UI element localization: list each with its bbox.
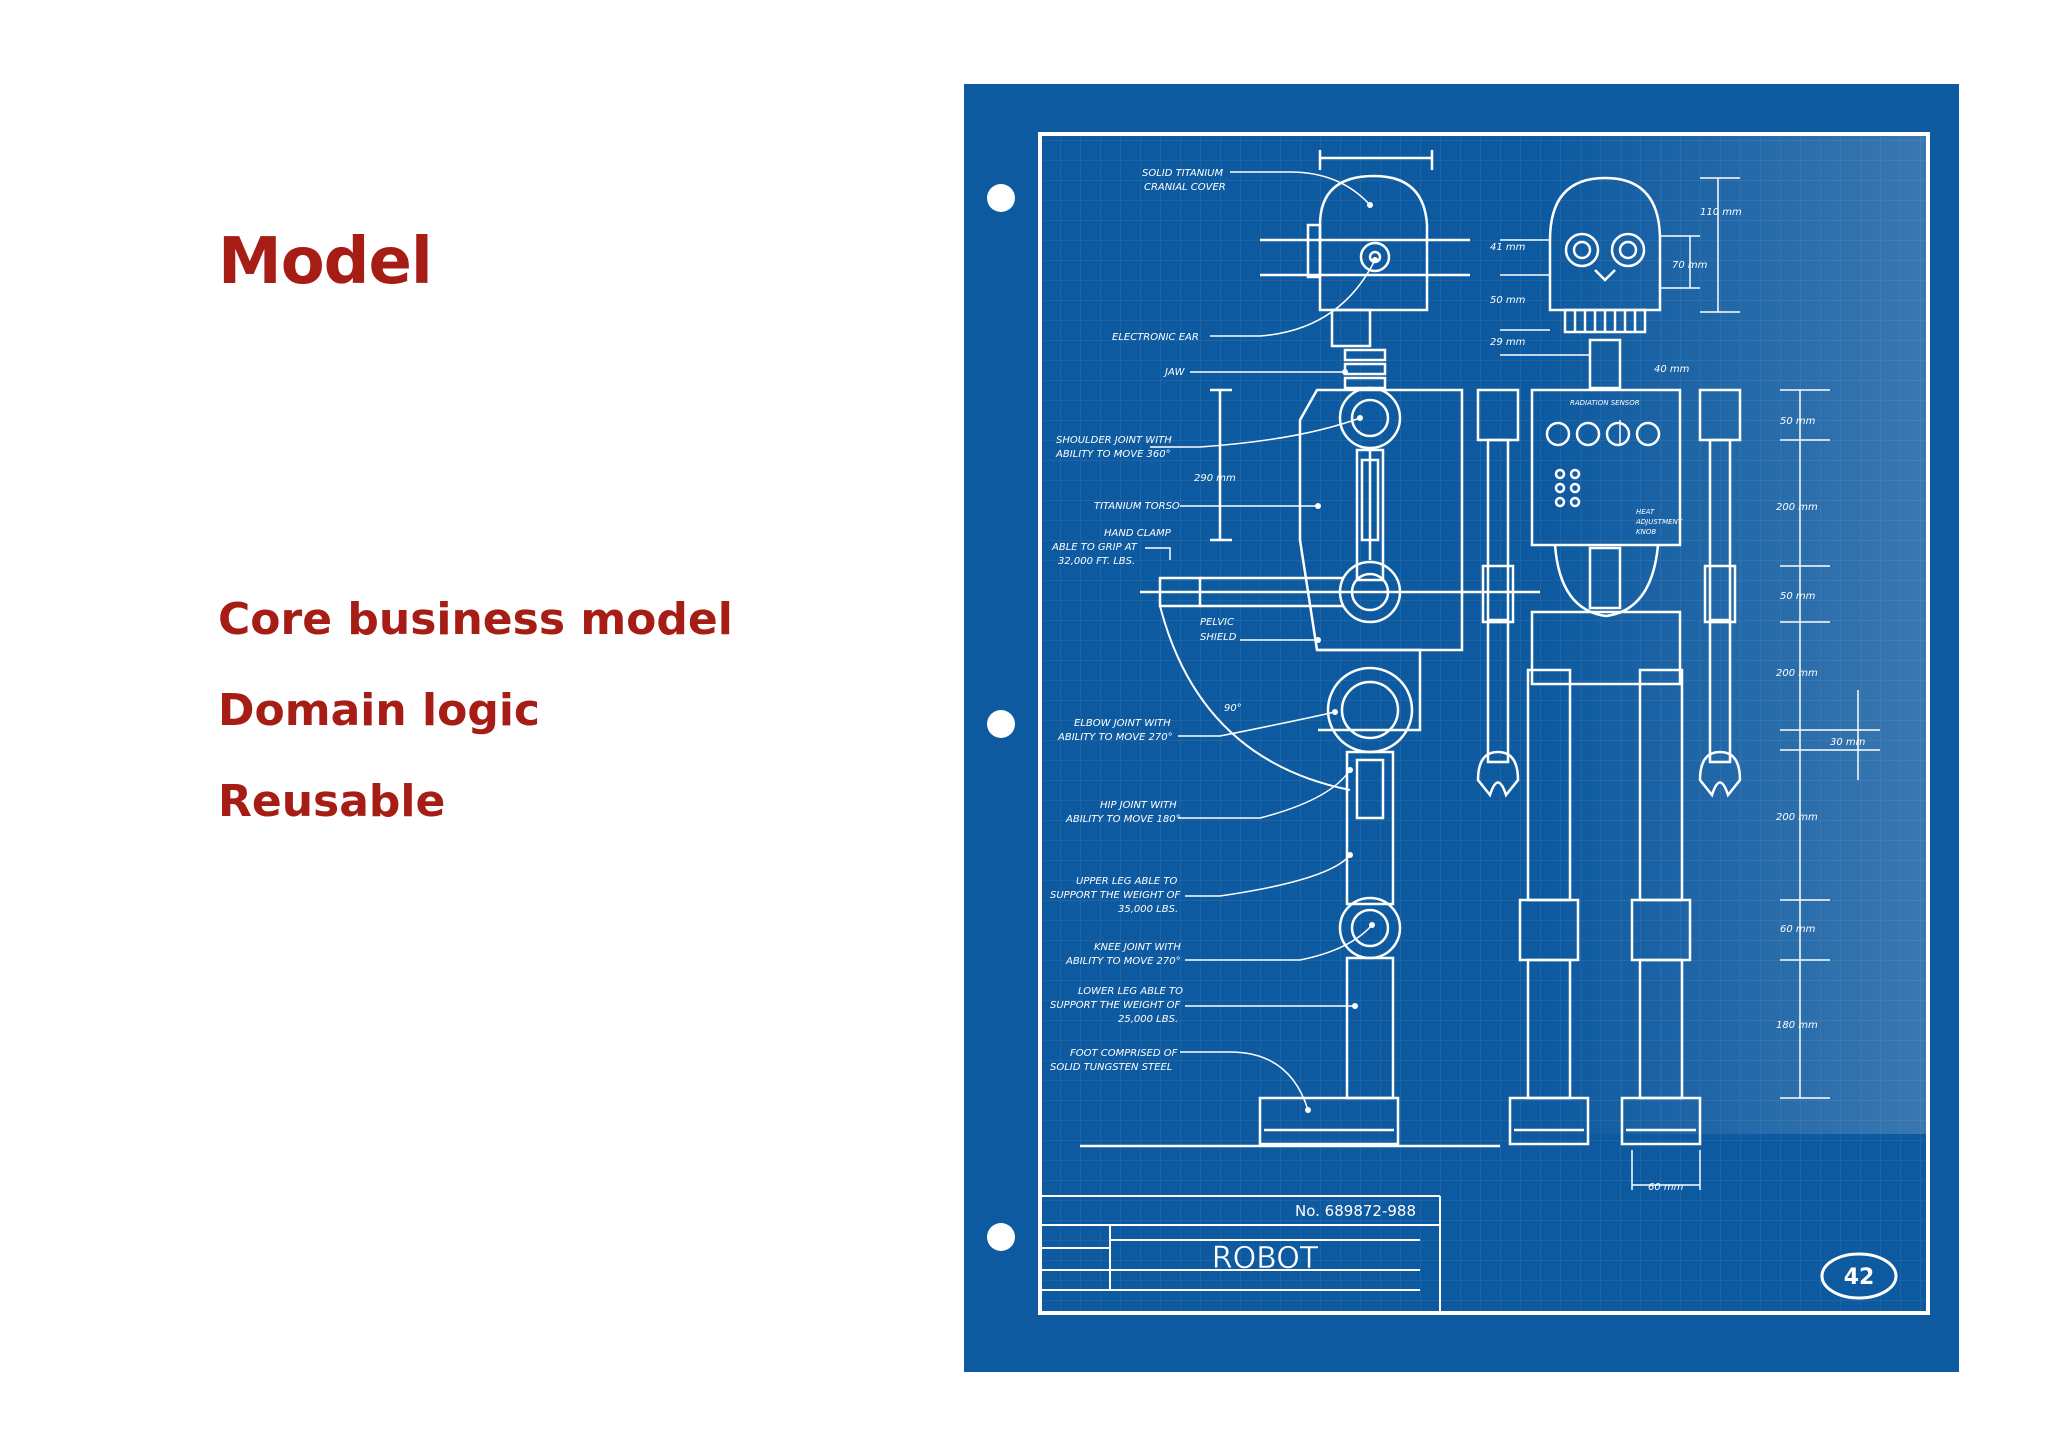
dimension-label: 40 mm [1654,364,1690,375]
bullet-item: Reusable [218,776,446,827]
callout-label: ELECTRONIC EAR [1112,332,1199,343]
callout-label: KNEE JOINT WITH [1094,942,1181,953]
dimension-lines [1500,177,1880,1190]
title-block [1040,1195,1441,1313]
callout-label: HEAT [1636,508,1655,516]
dimension-label: 200 mm [1776,502,1818,513]
dimension-label: 290 mm [1194,473,1236,484]
callout-leaders [1145,171,1376,1111]
dimension-label: 50 mm [1780,416,1816,427]
callout-label: ABILITY TO MOVE 360° [1055,449,1171,460]
callout-label: 25,000 LBS. [1118,1014,1178,1025]
callout-label: UPPER LEG ABLE TO [1076,876,1178,887]
callout-label: KNOB [1636,528,1656,536]
callout-label: SHOULDER JOINT WITH [1056,435,1172,446]
callout-label: HAND CLAMP [1104,528,1172,539]
bullet-item: Core business model [218,594,733,645]
plate-title: ROBOT [1212,1241,1319,1276]
page-number: 42 [1844,1265,1875,1290]
callout-label: 35,000 LBS. [1118,904,1178,915]
blueprint-frame [1038,132,1930,1315]
bullet-list: Core business model Domain logic Reusabl… [218,592,733,865]
callout-label: FOOT COMPRISED OF [1070,1048,1178,1059]
callout-dots [1305,202,1378,1113]
callout-label: SUPPORT THE WEIGHT OF [1050,890,1181,901]
callout-label: SOLID TITANIUM [1142,168,1223,179]
binder-hole [987,710,1015,738]
callout-label: HIP JOINT WITH [1100,800,1177,811]
callout-label: 32,000 FT. LBS. [1058,556,1135,567]
dimension-label: 60 mm [1780,924,1816,935]
dimension-label: 110 mm [1700,207,1742,218]
callout-label: ABILITY TO MOVE 180° [1065,814,1181,825]
dimension-label: 90° [1224,703,1242,714]
front-view-robot [1476,176,1742,1146]
callout-labels: SOLID TITANIUM CRANIAL COVER ELECTRONIC … [1050,168,1683,1073]
callout-label: RADIATION SENSOR [1570,399,1640,407]
binder-hole [987,184,1015,212]
callout-label: TITANIUM TORSO [1094,501,1180,512]
callout-label: ABILITY TO MOVE 270° [1065,956,1181,967]
callout-label: ELBOW JOINT WITH [1074,718,1171,729]
dimension-label: 50 mm [1490,295,1526,306]
dimension-label: 30 mm [1830,737,1866,748]
callout-label: ABILITY TO MOVE 270° [1057,732,1173,743]
dimension-label: 29 mm [1490,337,1526,348]
slide-title: Model [218,225,433,299]
dimension-label: 70 mm [1672,260,1708,271]
dimension-label: 50 mm [1780,591,1816,602]
callout-label: LOWER LEG ABLE TO [1078,986,1183,997]
callout-label: ADJUSTMENT [1635,518,1683,526]
page-number-badge [1820,1252,1898,1300]
dimension-labels: 41 mm 50 mm 29 mm 110 mm 70 mm 40 mm 290… [1194,207,1866,1193]
bullet-item: Domain logic [218,685,540,736]
callout-label: JAW [1163,367,1186,378]
callout-label: SUPPORT THE WEIGHT OF [1050,1000,1181,1011]
binder-hole [987,1223,1015,1251]
plate-number: No. 689872-988 [1295,1202,1416,1220]
callout-label: SOLID TUNGSTEN STEEL [1050,1062,1172,1073]
dimension-label: 200 mm [1776,668,1818,679]
callout-label: SHIELD [1200,632,1237,643]
side-view-robot [1080,150,1540,1148]
callout-label: PELVIC [1200,617,1234,628]
dimension-label: 180 mm [1776,1020,1818,1031]
blueprint-grid-fade [1550,134,1928,1134]
callout-label: ABLE TO GRIP AT [1051,542,1138,553]
dimension-label: 60 mm [1648,1182,1684,1193]
callout-label: CRANIAL COVER [1144,182,1226,193]
dimension-label: 200 mm [1776,812,1818,823]
dimension-label: 41 mm [1490,242,1526,253]
